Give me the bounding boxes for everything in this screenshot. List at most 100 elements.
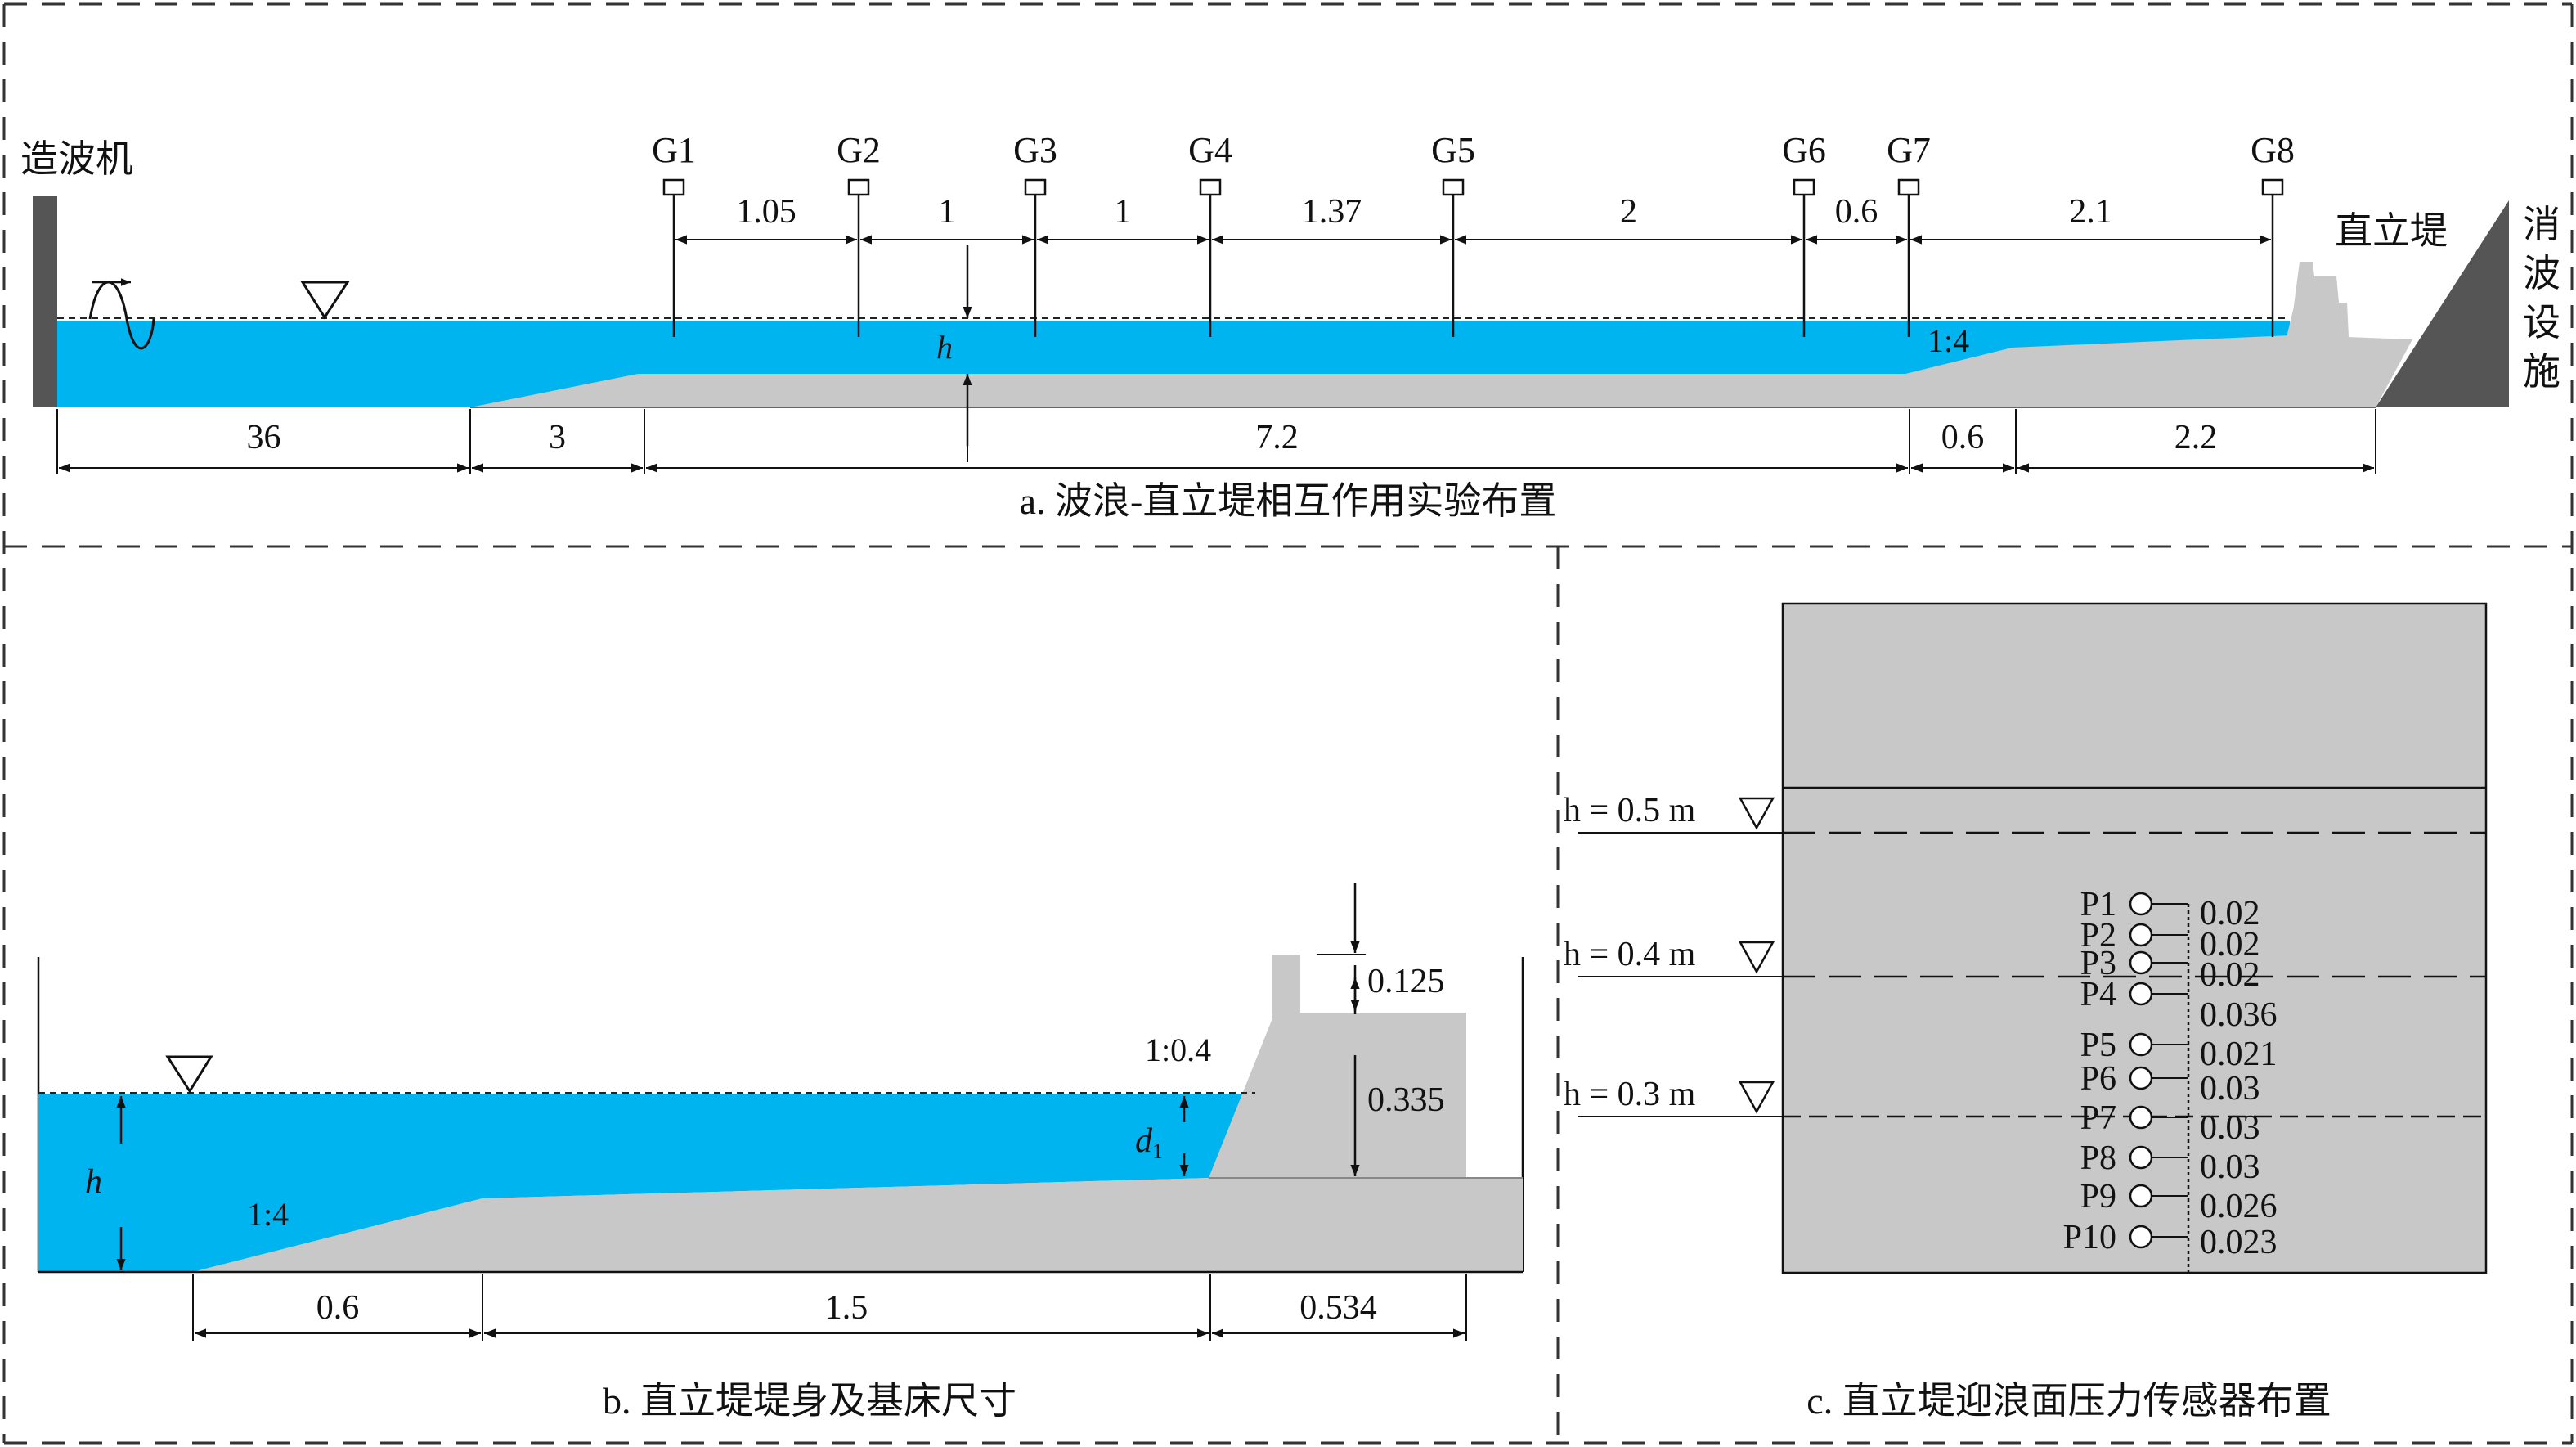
- gauge-label: G6: [1782, 130, 1826, 170]
- water-body-b: [38, 1094, 1263, 1272]
- sensor-label: P6: [2080, 1060, 2116, 1098]
- depth-label-b: h: [85, 1163, 102, 1201]
- svg-text:施: 施: [2523, 351, 2560, 393]
- bottom-dim-label: 2.2: [2174, 419, 2218, 456]
- d1-label: d1: [1135, 1122, 1163, 1163]
- panel-b-caption: b. 直立堤堤身及基床尺寸: [603, 1380, 1016, 1422]
- sensor-p8: P8: [2080, 1139, 2188, 1177]
- sensor-p9: P9: [2080, 1178, 2188, 1216]
- crown-height-label: 0.125: [1367, 963, 1445, 1000]
- bottom-dim-label: 0.6: [1941, 419, 1985, 456]
- bottom-dim: 36: [59, 419, 469, 473]
- rubble-bed: [193, 1178, 1523, 1272]
- bottom-dim-label-b: 0.534: [1299, 1289, 1377, 1327]
- gauge-label: G5: [1431, 130, 1475, 170]
- sensor-spacing-label: 0.026: [2200, 1188, 2278, 1225]
- bottom-dims: 36 3 7.2 0.6 2.2: [56, 409, 2376, 474]
- gauge-g7: G7: [1887, 130, 1931, 337]
- sensor-label: P7: [2080, 1099, 2116, 1137]
- breakwater-body: [2287, 276, 2349, 337]
- gauge-spacing-label: 1.37: [1302, 193, 1362, 231]
- sensor-spacing-label: 0.023: [2200, 1224, 2278, 1261]
- sensor-p2: P2: [2080, 917, 2188, 955]
- gauge-label: G8: [2251, 130, 2295, 170]
- gauge-g3: G3: [1013, 130, 1057, 337]
- panel-c: h = 0.5 mh = 0.4 mh = 0.3 m P1P2P3P4P5P6…: [1564, 602, 2488, 1422]
- sensor-p4: P4: [2080, 976, 2188, 1013]
- depth-label: h: [936, 329, 953, 366]
- bottom-dim-b: 0.6: [195, 1289, 481, 1338]
- bottom-dim: 0.6: [1911, 419, 2014, 473]
- gauge-g2: G2: [837, 130, 881, 337]
- water-level-label: h = 0.4 m: [1564, 936, 1696, 973]
- caisson-body: [1209, 955, 1466, 1178]
- svg-text:波: 波: [2523, 253, 2560, 294]
- sensor-spacing-label: 0.03: [2200, 1148, 2260, 1186]
- sensor-p3: P3: [2080, 945, 2188, 982]
- sensor-label: P1: [2080, 886, 2116, 923]
- sensor-p6: P6: [2080, 1060, 2188, 1098]
- caisson-height-label: 0.335: [1367, 1081, 1445, 1119]
- sensor-spacing-label: 0.03: [2200, 1109, 2260, 1147]
- sensor-spacing-label: 0.021: [2200, 1036, 2278, 1073]
- gauge-spacing-label: 1: [1115, 193, 1132, 231]
- sensor-p10: P10: [2063, 1219, 2188, 1256]
- bottom-dim-label-b: 0.6: [316, 1289, 360, 1327]
- water-level-1: h = 0.5 m: [1564, 792, 2486, 834]
- sensor-spacing-label: 0.02: [2200, 926, 2260, 964]
- sensor-spacing-label: 0.03: [2200, 1070, 2260, 1108]
- bottom-dims-b: 0.6 1.5 0.534: [192, 1274, 1467, 1341]
- gauge-spacing-dim: 1: [1037, 193, 1209, 245]
- sensor-label: P3: [2080, 945, 2116, 982]
- gauge-g4: G4: [1188, 130, 1232, 337]
- water-level-2: h = 0.4 m: [1564, 936, 2486, 978]
- water-level-label: h = 0.3 m: [1564, 1076, 1696, 1113]
- gauge-spacing-dim: 2: [1455, 193, 1802, 245]
- panel-c-caption: c. 直立堤迎浪面压力传感器布置: [1806, 1380, 2331, 1422]
- gauge-spacing-label: 2: [1620, 193, 1637, 231]
- breakwater-label: 直立堤: [2335, 210, 2448, 252]
- gauge-g8: G8: [2251, 130, 2295, 337]
- gauge-spacing-dim: 1.37: [1212, 193, 1452, 245]
- sensor-p7: P7: [2080, 1099, 2188, 1137]
- gauge-g1: G1: [652, 130, 696, 337]
- gauge-label: G2: [837, 130, 881, 170]
- water-levels: h = 0.5 m h = 0.4 m h = 0.3 m: [1564, 792, 2486, 1118]
- gauge-spacing-label: 1.05: [736, 193, 797, 231]
- bottom-dim-label: 3: [549, 419, 566, 456]
- water-level-symbol-b: [165, 1055, 213, 1094]
- bottom-dim-b: 1.5: [484, 1289, 1209, 1338]
- bottom-dim: 7.2: [646, 419, 1908, 473]
- gauge-spacing-dim: 1: [860, 193, 1034, 245]
- wave-gauges: G1 G2 G3 G4 G5 G6 G7 G8: [652, 130, 2295, 337]
- bottom-dim-label: 7.2: [1255, 419, 1299, 456]
- panel-a-caption: a. 波浪-直立堤相互作用实验布置: [1020, 480, 1557, 522]
- wave-absorber: [2376, 200, 2509, 407]
- water-level-symbol: [300, 281, 350, 320]
- bottom-dim: 3: [472, 419, 643, 473]
- gauge-g6: G6: [1782, 130, 1826, 337]
- wave-symbol: [88, 281, 155, 350]
- sensor-spacing-label: 0.02: [2200, 895, 2260, 932]
- svg-text:消: 消: [2523, 204, 2560, 245]
- flume-bed: [470, 335, 2412, 407]
- sensor-spacing-label: 0.02: [2200, 956, 2260, 994]
- sensor-label: P2: [2080, 917, 2116, 955]
- slope-label: 1:4: [1928, 322, 1969, 359]
- sensor-label: P4: [2080, 976, 2116, 1013]
- bottom-dim: 2.2: [2017, 419, 2374, 473]
- pressure-sensors: P1P2P3P4P5P6P7P8P9P100.020.020.020.0360.…: [2063, 886, 2278, 1273]
- svg-text:设: 设: [2523, 302, 2560, 344]
- absorber-label: 消 波 设 施: [2523, 204, 2560, 393]
- sensor-p1: P1: [2080, 886, 2188, 923]
- sensor-label: P8: [2080, 1139, 2116, 1177]
- gauge-label: G7: [1887, 130, 1931, 170]
- gauge-label: G3: [1013, 130, 1057, 170]
- gauge-spacing-dim: 1.05: [675, 193, 857, 245]
- bottom-dim-label: 36: [247, 419, 281, 456]
- face-slope-label: 1:0.4: [1145, 1031, 1211, 1068]
- gauge-spacing-dim: 2.1: [1910, 193, 2271, 245]
- gauge-spacing-dim: 0.6: [1806, 193, 1907, 245]
